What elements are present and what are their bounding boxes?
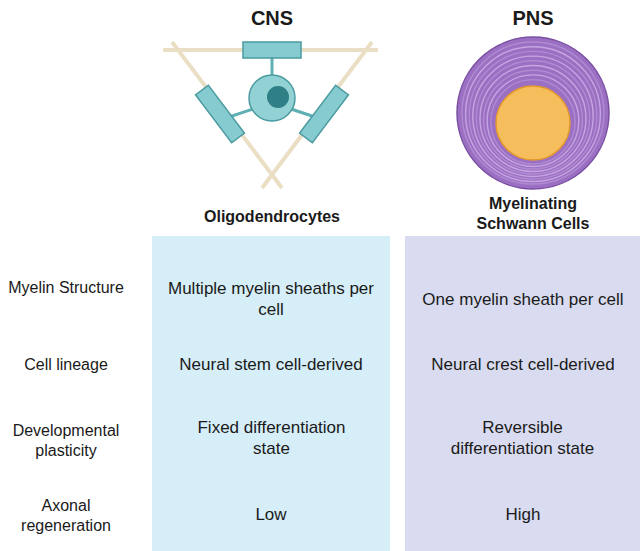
row-label: Cell lineage xyxy=(2,355,130,375)
column-heading: CNS xyxy=(212,6,332,30)
cell-type-label: Myelinating Schwann Cells xyxy=(458,194,608,233)
oligodendrocyte-figure xyxy=(163,42,378,188)
table-cell: Fixed differentiation state xyxy=(184,402,359,476)
table-cell: High xyxy=(423,484,623,546)
table-cell: Reversible differentiation state xyxy=(435,402,610,476)
row-label: Developmental plasticity xyxy=(2,421,130,460)
table-cell: One myelin sheath per cell xyxy=(418,268,628,332)
comparison-column: Multiple myelin sheaths per cellNeural s… xyxy=(152,236,390,551)
row-label: Myelin Structure xyxy=(2,278,130,298)
table-cell: Neural crest cell-derived xyxy=(413,336,633,394)
table-cell: Multiple myelin sheaths per cell xyxy=(166,268,376,332)
pns-panel-ground xyxy=(405,236,640,551)
schwann-cell-figure xyxy=(457,37,609,189)
column-heading: PNS xyxy=(473,6,593,30)
cns-panel-ground xyxy=(152,236,390,551)
cell-type-label: Oligodendrocytes xyxy=(162,207,382,227)
table-cell: Neural stem cell-derived xyxy=(161,336,381,394)
row-label: Axonal regeneration xyxy=(2,496,130,535)
comparison-column: One myelin sheath per cellNeural crest c… xyxy=(405,236,640,551)
table-cell: Low xyxy=(171,484,371,546)
